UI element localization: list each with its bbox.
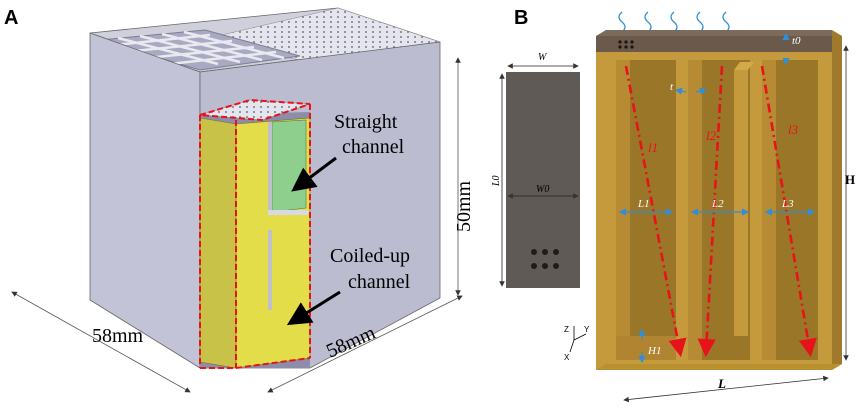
straight-channel-face (271, 119, 307, 213)
channel-divider-horizontal (268, 210, 308, 215)
sample-photo: W L0 W0 (491, 52, 580, 288)
box-bottom-edge (596, 364, 842, 370)
box-lid (596, 36, 832, 52)
label-H: H (845, 172, 855, 187)
label-t: t (670, 81, 674, 93)
path-l1 (624, 65, 687, 358)
inner-dimensions (618, 32, 816, 364)
cavity-1-floor-shade (616, 336, 676, 360)
center-partition-top (734, 62, 754, 70)
label-L: L (717, 376, 726, 391)
label-l1: l1 (648, 140, 658, 155)
coiled-divider-slit (268, 230, 272, 310)
sample-holes (531, 249, 559, 269)
box-right-side (832, 30, 842, 370)
channel-divider-slit (268, 122, 272, 212)
straight-channel-arrow (291, 156, 337, 192)
center-partition (734, 70, 748, 336)
sample-w0-label: W0 (536, 184, 549, 195)
label-t0: t0 (792, 35, 801, 47)
coiled-channel-label-line2: channel (348, 271, 411, 293)
label-l3: l3 (788, 122, 799, 137)
outer-dimensions (623, 45, 849, 403)
straight-channel-callout: Straight channel (291, 111, 405, 192)
panel-b-label: B (514, 7, 528, 29)
sample-plate (506, 72, 580, 288)
dimension-lines (11, 57, 463, 393)
axis-x-label: X (564, 353, 570, 362)
lid-holes (618, 40, 634, 49)
label-L1: L1 (637, 198, 650, 210)
panel-a-label: A (4, 7, 18, 29)
sample-l0-label: L0 (491, 175, 502, 187)
coiled-channel-slab (199, 117, 237, 369)
box-lid-top (596, 30, 832, 36)
label-L2: L2 (711, 198, 724, 210)
straight-channel-label-line2: channel (342, 136, 405, 158)
axis-z-label: Z (564, 325, 569, 334)
axis-y-label: Y (584, 325, 590, 334)
label-L3: L3 (781, 198, 794, 210)
straight-channel-label-line1: Straight (334, 111, 398, 133)
cavity-1-wall-shade (616, 60, 630, 360)
path-l3 (760, 65, 817, 358)
coiled-channel-label-line1: Coiled-up (330, 245, 410, 267)
dim-height-label: 50mm (453, 180, 475, 232)
acoustic-paths (624, 65, 817, 358)
sample-w-label: W (538, 52, 548, 63)
cavity-2-wall-shade (688, 60, 702, 360)
label-l2: l2 (706, 128, 717, 143)
panel-a: A (4, 7, 475, 393)
label-H1: H1 (647, 345, 661, 357)
coiled-channel-callout: Coiled-up channel (286, 245, 411, 326)
panel-b: B W L0 W0 (491, 7, 855, 403)
cube-front-face (89, 32, 201, 369)
axis-triad (569, 326, 587, 353)
dim-width-left-label: 58mm (92, 325, 144, 347)
